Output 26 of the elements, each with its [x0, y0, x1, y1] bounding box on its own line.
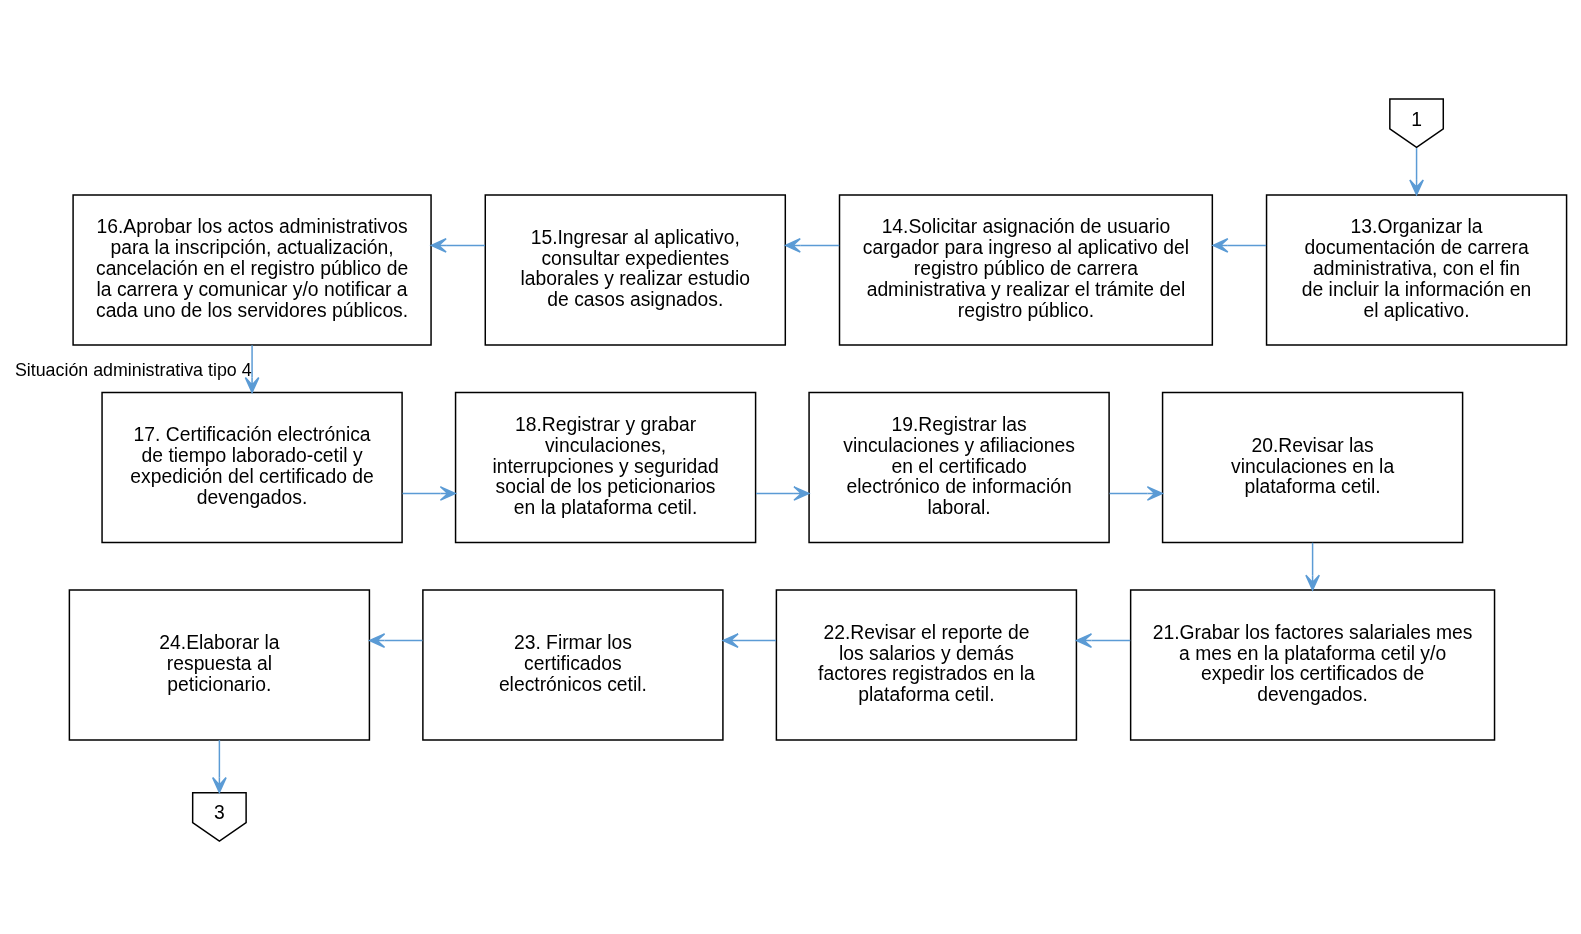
arrow [1075, 632, 1131, 648]
node-box: 22.Revisar el reporte de los salarios y demás factores registrados en la plataforma cetil. [775, 588, 1078, 741]
node-box: 17. Certificación electrónica de tiempo laborado-cetil y expedición del certificado de devengados. [101, 391, 403, 543]
node-box: 24.Elaborar la respuesta al peticionario. [68, 588, 371, 741]
arrow [1108, 485, 1164, 501]
node-box: 21.Grabar los factores salariales mes a mes en la plataforma cetil y/o expedir los certificados de devengados. [1129, 588, 1496, 741]
arrow [430, 237, 486, 253]
node-box: 13.Organizar la documentación de carrera administrativa, con el fin de incluir la información en el aplicativo. [1265, 193, 1568, 346]
node-box: 14.Solicitar asignación de usuario cargador para ingreso al aplicativo del registro público de carrera administrativa y realizar el trámite del registro público. [838, 193, 1214, 346]
arrow [1305, 541, 1320, 591]
arrow [368, 632, 424, 648]
node-box: 23. Firmar los certificados electrónicos cetil. [422, 588, 724, 741]
node-box: 18.Registrar y grabar vinculaciones, interrupciones y seguridad social de los peticionarios en la plataforma cetil. [454, 391, 757, 543]
arrow [755, 485, 810, 501]
arrow [1409, 146, 1424, 196]
node-box: 15.Ingresar al aplicativo, consultar expedientes laborales y realizar estudio de casos asignados. [484, 193, 787, 346]
arrow [722, 632, 777, 648]
arrow [401, 485, 457, 501]
node-box: 16.Aprobar los actos administrativos para la inscripción, actualización, cancelación en el registro público de la carrera y comunicar y/o notificar a cada uno de los servidores públicos. [72, 193, 432, 346]
arrow [784, 237, 840, 253]
arrow [244, 343, 260, 393]
edge-label: Situación administrativa tipo 4 [14, 359, 252, 380]
node-box: 19.Registrar las vinculaciones y afiliaciones en el certificado electrónico de información laboral. [808, 391, 1110, 543]
arrow [211, 738, 227, 793]
node-box: 20.Revisar las vinculaciones en la plataforma cetil. [1161, 391, 1464, 543]
arrow [1212, 237, 1267, 253]
